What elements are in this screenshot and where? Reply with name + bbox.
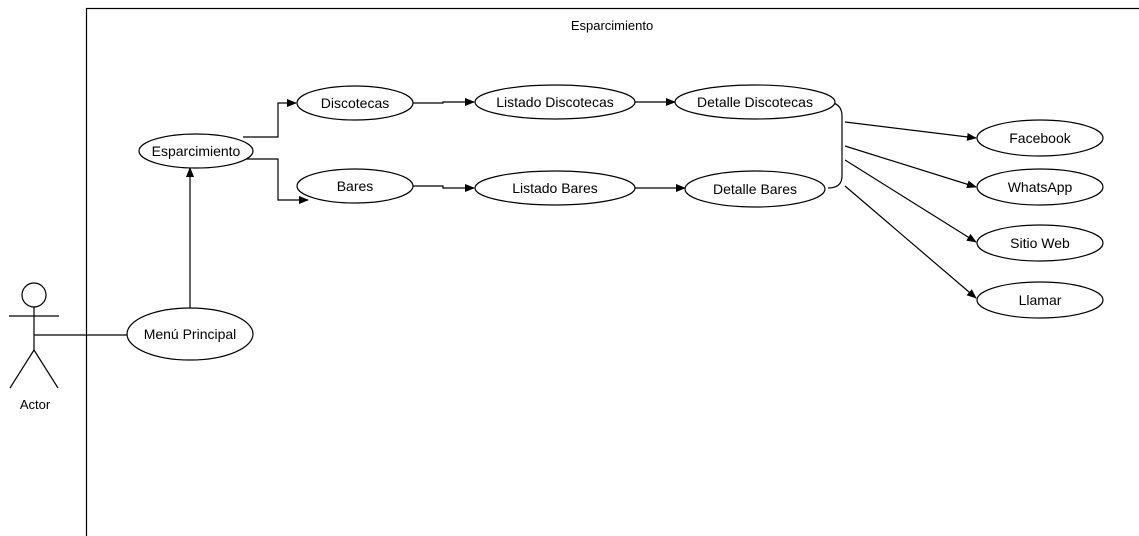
usecase-sitio-web[interactable]: Sitio Web xyxy=(976,224,1104,262)
usecase-label: Llamar xyxy=(1019,292,1062,308)
edge-bares-listado xyxy=(413,184,475,192)
usecase-label: Detalle Discotecas xyxy=(697,94,813,110)
usecase-label: Discotecas xyxy=(321,95,389,111)
usecase-label: Detalle Bares xyxy=(713,181,797,197)
usecase-discotecas[interactable]: Discotecas xyxy=(296,85,414,121)
usecase-listado-discotecas[interactable]: Listado Discotecas xyxy=(474,84,636,120)
system-title: Esparcimiento xyxy=(571,18,653,33)
edge-to-sitio-web xyxy=(844,159,977,243)
usecase-esparcimiento[interactable]: Esparcimiento xyxy=(138,133,254,169)
usecase-menu-principal[interactable]: Menú Principal xyxy=(126,307,254,361)
usecase-label: Bares xyxy=(337,178,374,194)
system-boundary xyxy=(85,7,1139,536)
edge-to-llamar xyxy=(844,185,977,299)
usecase-label: Listado Discotecas xyxy=(496,94,614,110)
usecase-label: Facebook xyxy=(1009,130,1071,146)
usecase-whatsapp[interactable]: WhatsApp xyxy=(976,168,1104,206)
usecase-label: Sitio Web xyxy=(1010,235,1070,251)
edge-to-whatsapp xyxy=(844,145,977,189)
edge-esparcimiento-bares xyxy=(243,158,309,204)
usecase-bares[interactable]: Bares xyxy=(296,168,414,204)
usecase-listado-bares[interactable]: Listado Bares xyxy=(474,170,636,206)
usecase-detalle-bares[interactable]: Detalle Bares xyxy=(684,170,826,208)
usecase-label: Listado Bares xyxy=(512,180,598,196)
edge-discotecas-listado xyxy=(413,98,475,106)
usecase-detalle-discotecas[interactable]: Detalle Discotecas xyxy=(674,84,836,120)
edge-esparcimiento-discotecas xyxy=(243,99,297,138)
usecase-llamar[interactable]: Llamar xyxy=(976,281,1104,319)
usecase-facebook[interactable]: Facebook xyxy=(976,119,1104,157)
edge-to-facebook xyxy=(844,121,977,141)
actor-label: Actor xyxy=(20,397,51,412)
actor-figure xyxy=(9,282,59,389)
usecase-label: WhatsApp xyxy=(1008,179,1073,195)
edge-detalle-junction xyxy=(825,101,843,189)
usecase-label: Esparcimiento xyxy=(152,143,241,159)
usecase-label: Menú Principal xyxy=(144,326,237,342)
